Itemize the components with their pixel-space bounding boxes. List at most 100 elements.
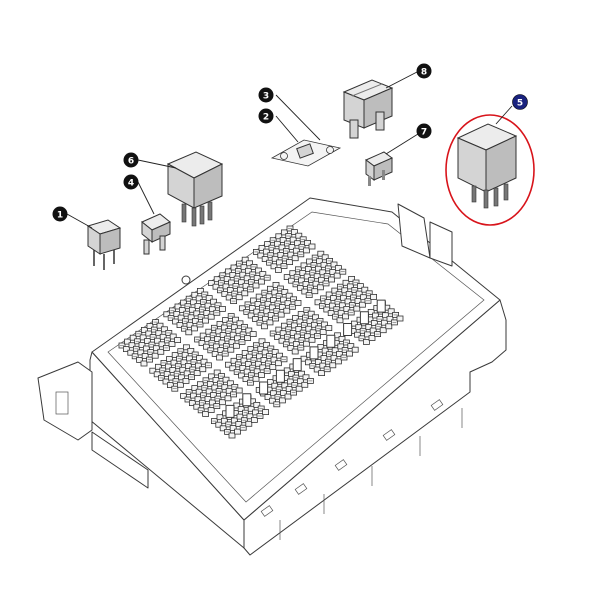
leader-lines: [66, 71, 513, 229]
fuse-slot: [202, 410, 210, 417]
fuse-slot: [253, 401, 261, 408]
fuse-box: [37, 197, 507, 556]
fuse-slot: [346, 350, 354, 357]
fuse-slot: [380, 319, 388, 326]
fuse-slot: [159, 333, 167, 340]
fuse-slot: [284, 393, 292, 400]
fuse-slot: [348, 275, 356, 282]
fuse-slot: [289, 270, 297, 277]
fuse-slot: [191, 291, 199, 298]
fuse-slot: [304, 333, 312, 340]
fuse-slot: [207, 313, 215, 320]
fuse-slot: [234, 428, 242, 435]
fuse-slot: [356, 283, 364, 290]
fuse-slot: [379, 327, 387, 334]
fuse-slot: [226, 380, 234, 387]
fuse-slot: [347, 343, 355, 350]
fuse-slot: [314, 265, 322, 272]
fuse-slot: [274, 266, 282, 273]
fuse-slot: [298, 370, 306, 377]
svg-text:8: 8: [421, 68, 427, 78]
fuse-slot: [180, 299, 188, 306]
fuse-slot: [364, 331, 372, 338]
fuse-slot: [281, 289, 289, 296]
fuse-slot: [280, 389, 288, 396]
fuse-slot: [275, 233, 283, 240]
fuse-slot: [229, 365, 237, 372]
fuse-slot: [224, 395, 232, 402]
fuse-slot: [244, 335, 252, 341]
fuse-slot: [206, 380, 214, 387]
fuse-slot: [220, 417, 228, 424]
fuse-slot: [290, 322, 298, 329]
callout-3: 3: [258, 87, 274, 103]
fuse-slot: [242, 376, 250, 383]
fuse-slot: [259, 364, 267, 371]
fuse-slot: [195, 295, 203, 302]
fuse-slot: [272, 248, 280, 255]
fuse-slot: [171, 352, 179, 359]
fuse-slot: [280, 296, 288, 303]
fuse-slot: [283, 307, 291, 314]
fuse-slot: [274, 334, 282, 341]
fuse-slot: [232, 316, 240, 323]
fuse-slot: [294, 299, 302, 306]
fuse-slot: [188, 400, 196, 407]
fuse-slot: [277, 251, 285, 258]
fuse-slot: [287, 251, 295, 258]
fuse-slot: [298, 277, 306, 284]
fuse-slot: [128, 342, 136, 349]
fuse-slot: [261, 256, 269, 263]
fuse-slot: [184, 362, 192, 369]
fuse-slot: [232, 342, 240, 349]
fuse-slot: [342, 279, 350, 286]
relay-socket-tab: [309, 346, 319, 360]
fuse-slot: [238, 279, 246, 286]
fuse-slot: [329, 269, 337, 275]
fuse-slot: [216, 414, 224, 421]
mounting-tab-right-side: [429, 221, 453, 267]
fuse-slot: [284, 300, 292, 307]
fuse-slot: [368, 335, 376, 341]
bolt-stud: [181, 275, 191, 285]
fuse-slot: [153, 371, 161, 378]
fuse-slot: [396, 315, 404, 322]
fuse-slot: [214, 335, 222, 342]
relay-socket-tab: [259, 381, 269, 395]
fuse-slot: [210, 392, 218, 398]
fuse-slot: [193, 310, 201, 317]
fuse-slot: [155, 330, 163, 337]
fuse-slot: [316, 284, 324, 291]
fuse-slot: [187, 347, 195, 354]
fuse-slot: [218, 339, 226, 346]
fuse-slot: [203, 310, 211, 317]
fuse-slot: [194, 302, 202, 309]
fuse-slot: [213, 276, 221, 283]
fuse-slot: [177, 314, 185, 321]
fuse-slot: [246, 353, 254, 360]
fuse-slot: [215, 421, 223, 428]
fuse-slot: [351, 346, 359, 353]
highlight-ring: [445, 114, 535, 226]
fuse-slot: [228, 432, 236, 439]
fuse-slot: [178, 307, 186, 314]
fuse-slot: [174, 303, 182, 310]
fuse-slot: [218, 305, 226, 312]
fuse-slot: [265, 293, 273, 300]
fuse-slot: [154, 337, 162, 344]
fuse-slot: [270, 296, 278, 303]
fuse-slot: [281, 382, 289, 389]
fuse-slot: [230, 324, 238, 331]
fuse-slot: [266, 285, 274, 292]
fuse-slot: [250, 416, 258, 423]
fuse-slot: [196, 355, 204, 362]
fuse-slot: [342, 313, 350, 320]
fuse-slot: [199, 332, 207, 339]
fuse-slot: [274, 240, 282, 247]
fuse-slot: [208, 399, 216, 406]
fuse-slot: [246, 260, 254, 267]
fuse-slot: [250, 297, 258, 304]
fuse-slot: [225, 387, 233, 394]
callout-6: 6: [123, 152, 139, 168]
